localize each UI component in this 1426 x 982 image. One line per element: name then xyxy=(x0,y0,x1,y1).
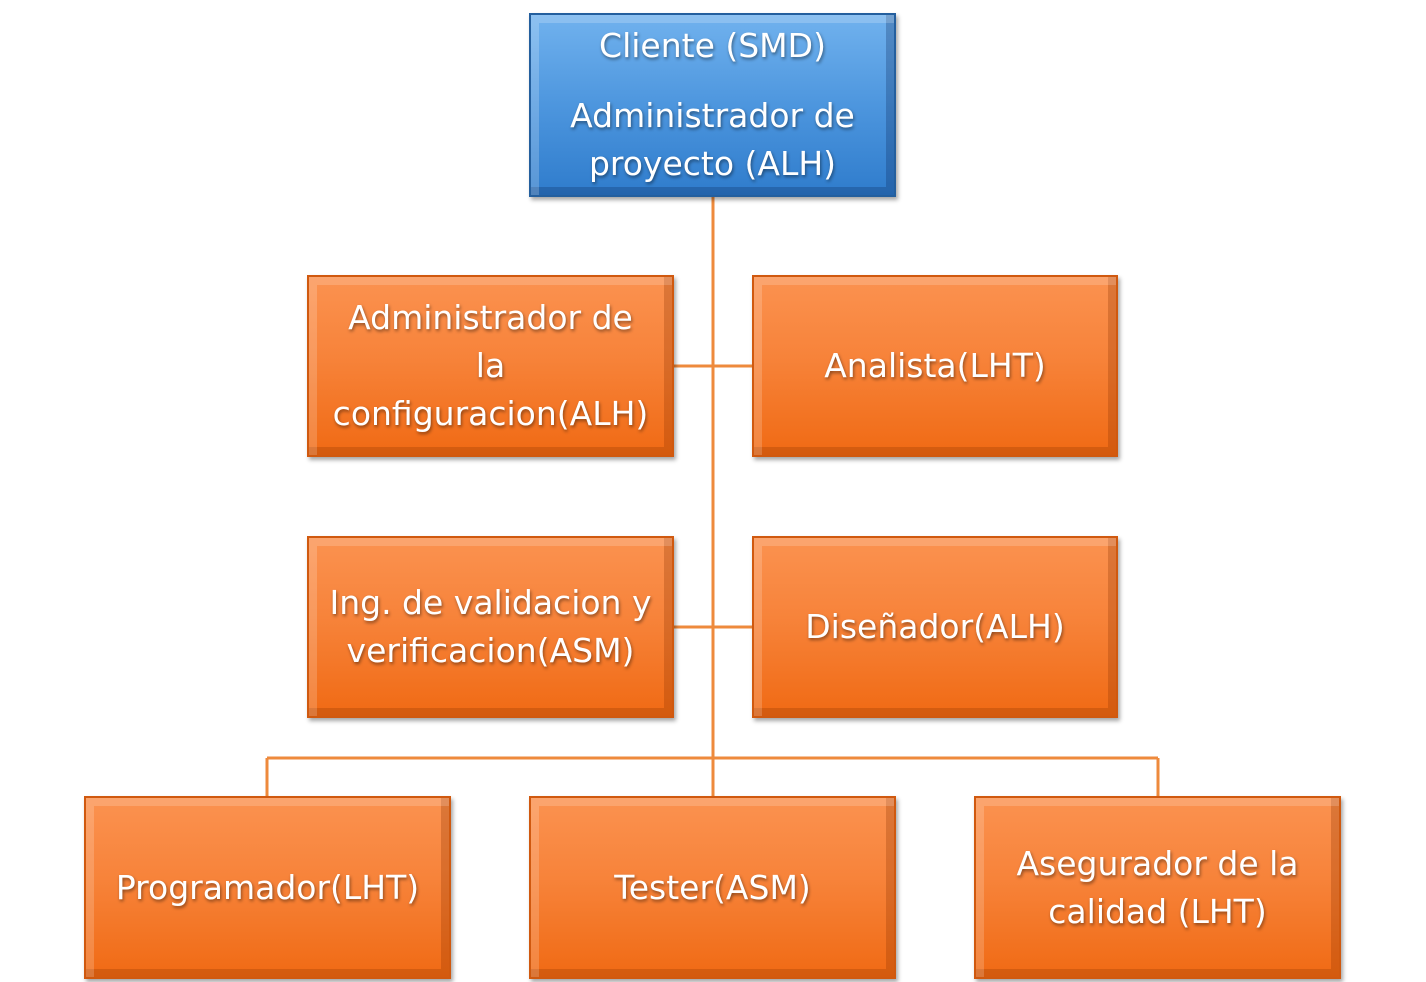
node-label-line: Cliente (SMD) xyxy=(599,26,826,65)
node-label-line: Programador(LHT) xyxy=(115,867,420,907)
node-administrador-configuracion: Administrador de la configuracion(ALH) xyxy=(307,275,674,457)
node-label-line: Analista(LHT) xyxy=(824,346,1046,385)
node-disenador: Diseñador(ALH) xyxy=(752,536,1118,718)
node-label-line: configuracion(ALH) xyxy=(332,394,649,433)
node-programador: Programador(LHT) xyxy=(84,796,451,979)
node-label-line: Tester(ASM) xyxy=(614,867,811,907)
node-label-line: proyecto (ALH) xyxy=(588,144,837,183)
node-asegurador-calidad: Asegurador de la calidad (LHT) xyxy=(974,796,1341,979)
node-ing-validacion-verificacion: Ing. de validacion y verificacion(ASM) xyxy=(307,536,674,718)
node-cliente-administrador-proyecto: Cliente (SMD) Administrador de proyecto … xyxy=(529,13,896,197)
node-label-line: verificacion(ASM) xyxy=(346,631,635,670)
node-label-line: Asegurador de la xyxy=(1016,843,1299,883)
node-label-line: calidad (LHT) xyxy=(1048,891,1267,931)
node-label-line: Diseñador(ALH) xyxy=(805,607,1065,646)
node-analista: Analista(LHT) xyxy=(752,275,1118,457)
node-label-line: Administrador de xyxy=(570,96,855,135)
node-label-line: Administrador de xyxy=(348,298,633,337)
node-label-line: Ing. de validacion y xyxy=(329,583,652,622)
node-tester: Tester(ASM) xyxy=(529,796,896,979)
node-label-line: la xyxy=(475,346,506,385)
